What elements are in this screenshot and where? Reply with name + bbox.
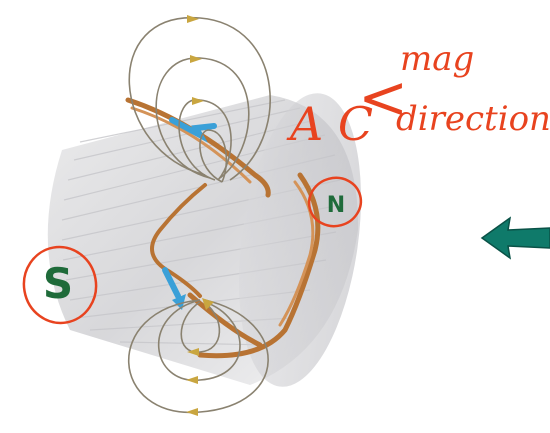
annotation-ac: A C: [286, 97, 373, 151]
north-pole-circle: [307, 176, 363, 228]
north-pole: N: [307, 176, 363, 228]
annotation-direction: direction: [396, 99, 550, 139]
field-arrows-upper: [187, 15, 204, 105]
south-pole-circle: [22, 245, 98, 325]
north-pole-label: N: [327, 193, 345, 218]
copper-winding: [125, 97, 321, 359]
annotation-bracket: <: [358, 63, 408, 133]
south-pole-label: S: [43, 259, 73, 308]
field-arrows-lower: [186, 298, 214, 416]
annotation-mag: mag: [400, 39, 474, 79]
handwritten-annotation: A C < mag direction: [286, 39, 550, 151]
left-arrow-icon: [480, 216, 550, 260]
field-lines-lower: [127, 299, 269, 414]
south-pole: S: [22, 245, 98, 325]
